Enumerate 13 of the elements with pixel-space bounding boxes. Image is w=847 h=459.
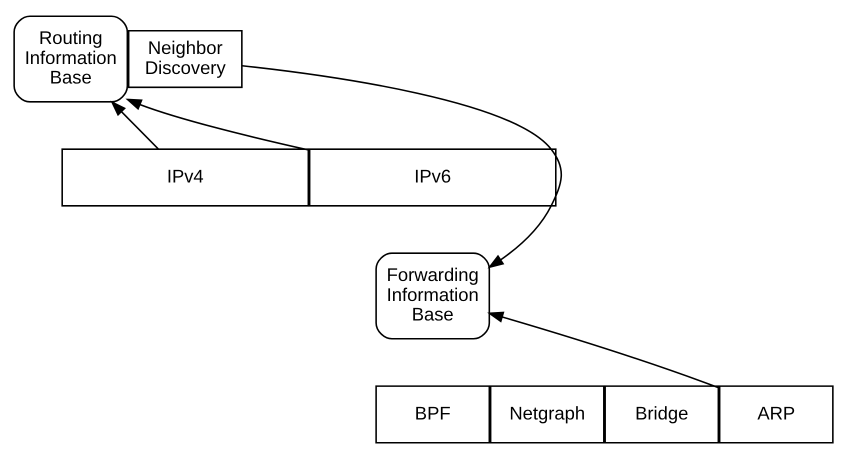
arrow [242, 64, 562, 268]
arrow [125, 98, 310, 151]
node-box: ARP [718, 385, 834, 444]
node-box: Forwarding Information Base [375, 252, 490, 340]
arrow [110, 100, 159, 150]
node-box: BPF [375, 385, 490, 444]
node-box: Neighbor Discovery [128, 30, 243, 88]
node-box: Routing Information Base [13, 15, 128, 103]
node-box: Bridge [604, 385, 720, 444]
node-box: Netgraph [490, 385, 605, 444]
node-box: IPv4 [61, 148, 310, 207]
arrow [487, 312, 720, 389]
node-box: IPv6 [308, 148, 557, 207]
